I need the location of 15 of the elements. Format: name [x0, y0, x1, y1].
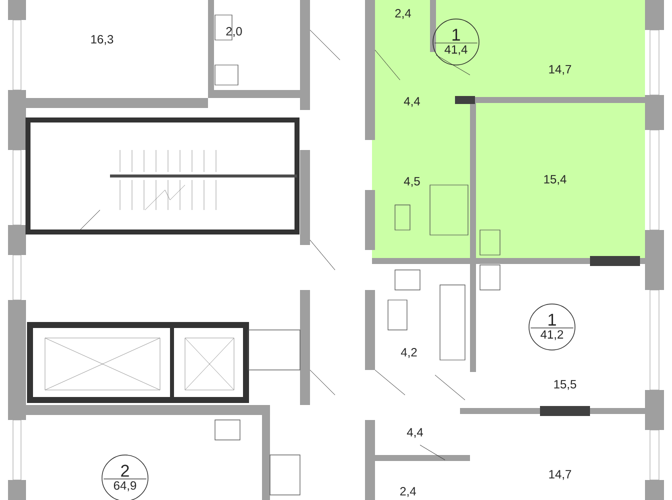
- room-area: 16,3: [91, 35, 114, 45]
- room-area: 4,4: [406, 428, 423, 438]
- room-area: 4,4: [404, 97, 420, 107]
- room-area: 14,7: [549, 470, 572, 480]
- room-area: 15,5: [554, 380, 576, 390]
- room-area: 14,7: [549, 65, 572, 75]
- apartment-badge: 2 64,9: [102, 454, 148, 500]
- room-area: 4,2: [400, 348, 417, 358]
- apartment-badge: 1 41,4: [432, 18, 480, 66]
- room-area: 4,5: [404, 177, 420, 187]
- room-area: 15,4: [544, 175, 566, 185]
- room-area: 2,0: [226, 27, 242, 37]
- room-area: 2,4: [400, 487, 416, 497]
- room-area: 2,4: [395, 9, 411, 19]
- apartment-badge: 1 41,2: [528, 304, 576, 350]
